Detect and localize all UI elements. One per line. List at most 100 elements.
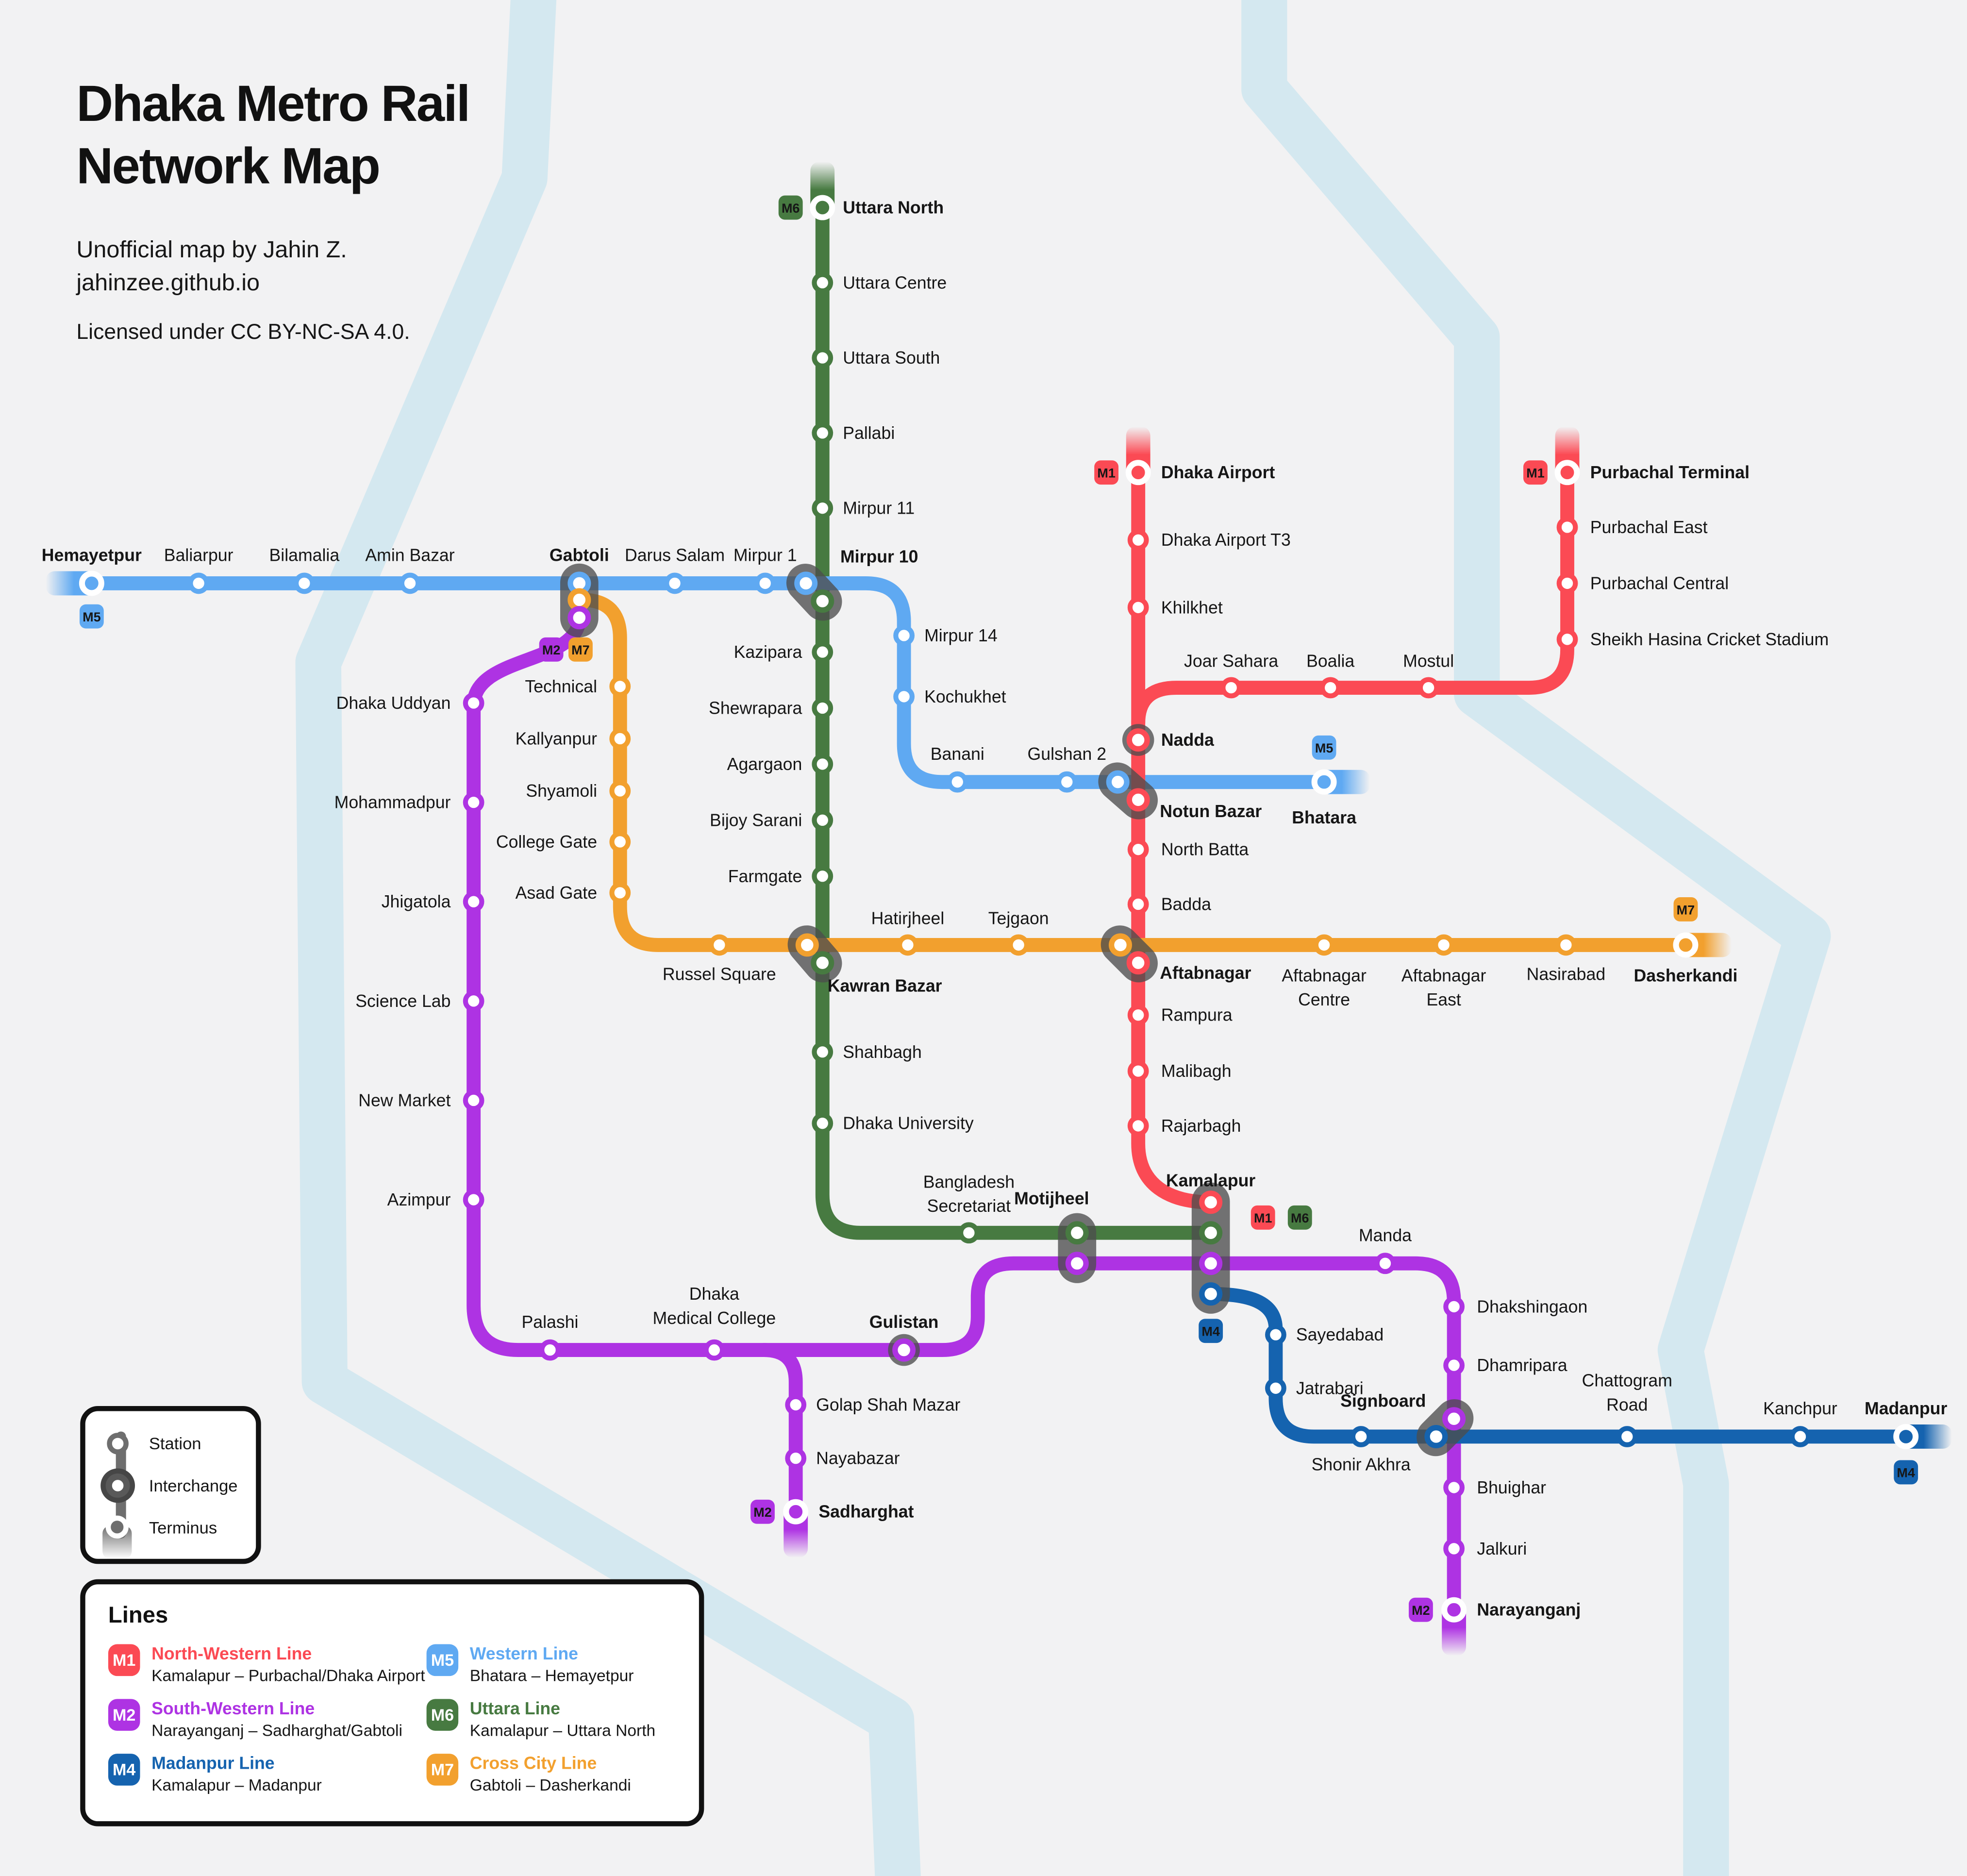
interchange-capsule-notun-bazar xyxy=(1098,762,1158,820)
station-label-malibagh: Malibagh xyxy=(1161,1061,1232,1081)
svg-text:M4: M4 xyxy=(1897,1466,1915,1480)
station-label-tejgaon: Tejgaon xyxy=(988,908,1049,928)
station-label-jatrabari: Jatrabari xyxy=(1296,1378,1364,1398)
station-nayabazar xyxy=(785,1447,807,1469)
station-label-golap-shah-mazar: Golap Shah Mazar xyxy=(816,1395,960,1414)
station-shahbagh xyxy=(812,1041,833,1063)
station-nadda xyxy=(1126,728,1150,752)
station-uttara-centre xyxy=(812,272,833,294)
svg-text:M2: M2 xyxy=(542,643,561,657)
station-mohammadpur xyxy=(463,791,484,813)
station-label-boalia: Boalia xyxy=(1306,651,1354,670)
station-hemayetpur xyxy=(79,570,104,596)
lines-legend-title: Lines xyxy=(108,1602,168,1628)
station-label-dhaka-medical-college-1: Dhaka xyxy=(689,1284,739,1304)
legend-line-route-m2: Narayanganj – Sadharghat/Gabtoli xyxy=(151,1720,402,1740)
station-label-agargaon: Agargaon xyxy=(727,754,802,774)
station-label-sheikh-hasina-cricket-stadium: Sheikh Hasina Cricket Stadium xyxy=(1590,630,1829,649)
station-label-kawran-bazar: Kawran Bazar xyxy=(828,976,942,995)
station-label-signboard: Signboard xyxy=(1340,1391,1426,1411)
station-label-jhigatola: Jhigatola xyxy=(382,892,451,911)
station-kallyanpur xyxy=(609,728,631,750)
station-kamalapur-m2 xyxy=(1199,1252,1223,1275)
station-gabtoli-m2 xyxy=(567,606,591,630)
station-label-pallabi: Pallabi xyxy=(843,423,895,443)
line-m1-branch xyxy=(1131,465,1574,731)
svg-text:M5: M5 xyxy=(1315,741,1334,755)
svg-text:M1: M1 xyxy=(1526,466,1545,481)
station-label-kanchpur: Kanchpur xyxy=(1763,1399,1837,1418)
station-label-dhaka-university: Dhaka University xyxy=(843,1114,974,1133)
station-marker-icon xyxy=(106,1432,128,1454)
station-label-joar-sahara: Joar Sahara xyxy=(1184,651,1278,670)
station-label-aftabnagar-centre-2: Centre xyxy=(1298,990,1350,1009)
legend-interchange-label: Interchange xyxy=(149,1475,238,1495)
station-bijoy-sarani xyxy=(812,809,833,831)
station-label-shahbagh: Shahbagh xyxy=(843,1042,922,1062)
station-label-mostul: Mostul xyxy=(1403,651,1454,670)
station-kochukhet xyxy=(893,686,915,707)
station-label-purbachal-central: Purbachal Central xyxy=(1590,573,1729,593)
station-asad-gate xyxy=(609,882,631,904)
badge-m1-kamalapur: M1 xyxy=(1250,1205,1275,1230)
station-banani xyxy=(947,771,968,793)
station-label-mirpur-14: Mirpur 14 xyxy=(924,626,998,645)
station-label-uttara-centre: Uttara Centre xyxy=(843,273,947,292)
station-label-kamalapur: Kamalapur xyxy=(1166,1171,1255,1190)
line-m2-branch xyxy=(757,1343,803,1519)
river-1 xyxy=(295,0,921,1876)
station-gulistan xyxy=(892,1338,916,1362)
legend-row-terminus: Terminus xyxy=(98,1510,243,1559)
station-label-dasherkandi: Dasherkandi xyxy=(1634,966,1737,985)
svg-text:M1: M1 xyxy=(1097,466,1116,481)
station-label-bijoy-sarani: Bijoy Sarani xyxy=(710,810,802,830)
legend-line-name-m2: South-Western Line xyxy=(151,1699,315,1718)
station-shonir-akhra xyxy=(1350,1426,1372,1447)
station-aftabnagar-centre xyxy=(1313,934,1335,956)
svg-text:M2: M2 xyxy=(753,1505,772,1520)
station-label-purbachal-east: Purbachal East xyxy=(1590,518,1708,537)
station-label-aftabnagar: Aftabnagar xyxy=(1160,963,1251,983)
station-russel-square xyxy=(708,934,730,956)
station-uttara-south xyxy=(812,347,833,369)
legend-badge-m6: M6 xyxy=(426,1699,459,1731)
station-label-college-gate: College Gate xyxy=(496,832,597,852)
station-gulshan-2 xyxy=(1056,771,1078,793)
station-dots xyxy=(79,195,1919,1623)
station-chattogram-road xyxy=(1616,1426,1638,1447)
station-jhigatola xyxy=(463,891,484,913)
badge-m2-narayanganj: M2 xyxy=(1409,1597,1433,1622)
station-label-madanpur: Madanpur xyxy=(1865,1399,1947,1418)
station-dhaka-medical-college xyxy=(703,1339,725,1361)
station-label-sayedabad: Sayedabad xyxy=(1296,1325,1384,1344)
station-label-notun-bazar: Notun Bazar xyxy=(1160,802,1262,821)
station-label-rampura: Rampura xyxy=(1161,1005,1233,1025)
station-label-palashi: Palashi xyxy=(522,1312,579,1332)
station-label-kochukhet: Kochukhet xyxy=(924,687,1006,706)
station-kamalapur-m6 xyxy=(1199,1221,1223,1245)
site-url: jahinzee.github.io xyxy=(76,268,260,296)
station-azimpur xyxy=(463,1189,484,1210)
station-madanpur xyxy=(1893,1424,1919,1449)
legend-badge-m1: M1 xyxy=(108,1644,140,1676)
station-mirpur-10-m6 xyxy=(811,589,834,613)
line-m5 xyxy=(84,576,1332,789)
station-bilamalia xyxy=(293,572,315,594)
legend-line-route-m4: Kamalapur – Madanpur xyxy=(151,1775,322,1795)
station-manda xyxy=(1374,1253,1396,1274)
station-label-bhuighar: Bhuighar xyxy=(1477,1478,1546,1497)
station-label-khilkhet: Khilkhet xyxy=(1161,598,1223,617)
station-jatrabari xyxy=(1265,1377,1286,1399)
station-malibagh xyxy=(1127,1060,1149,1082)
station-label-banani: Banani xyxy=(931,744,984,764)
badge-m6-uttara-north: M6 xyxy=(778,195,803,220)
svg-text:M6: M6 xyxy=(782,201,800,216)
station-signboard-m4 xyxy=(1424,1424,1448,1448)
legend-line-name-m1: North-Western Line xyxy=(151,1644,312,1663)
station-dhaka-university xyxy=(812,1112,833,1134)
station-mirpur-11 xyxy=(812,497,833,519)
